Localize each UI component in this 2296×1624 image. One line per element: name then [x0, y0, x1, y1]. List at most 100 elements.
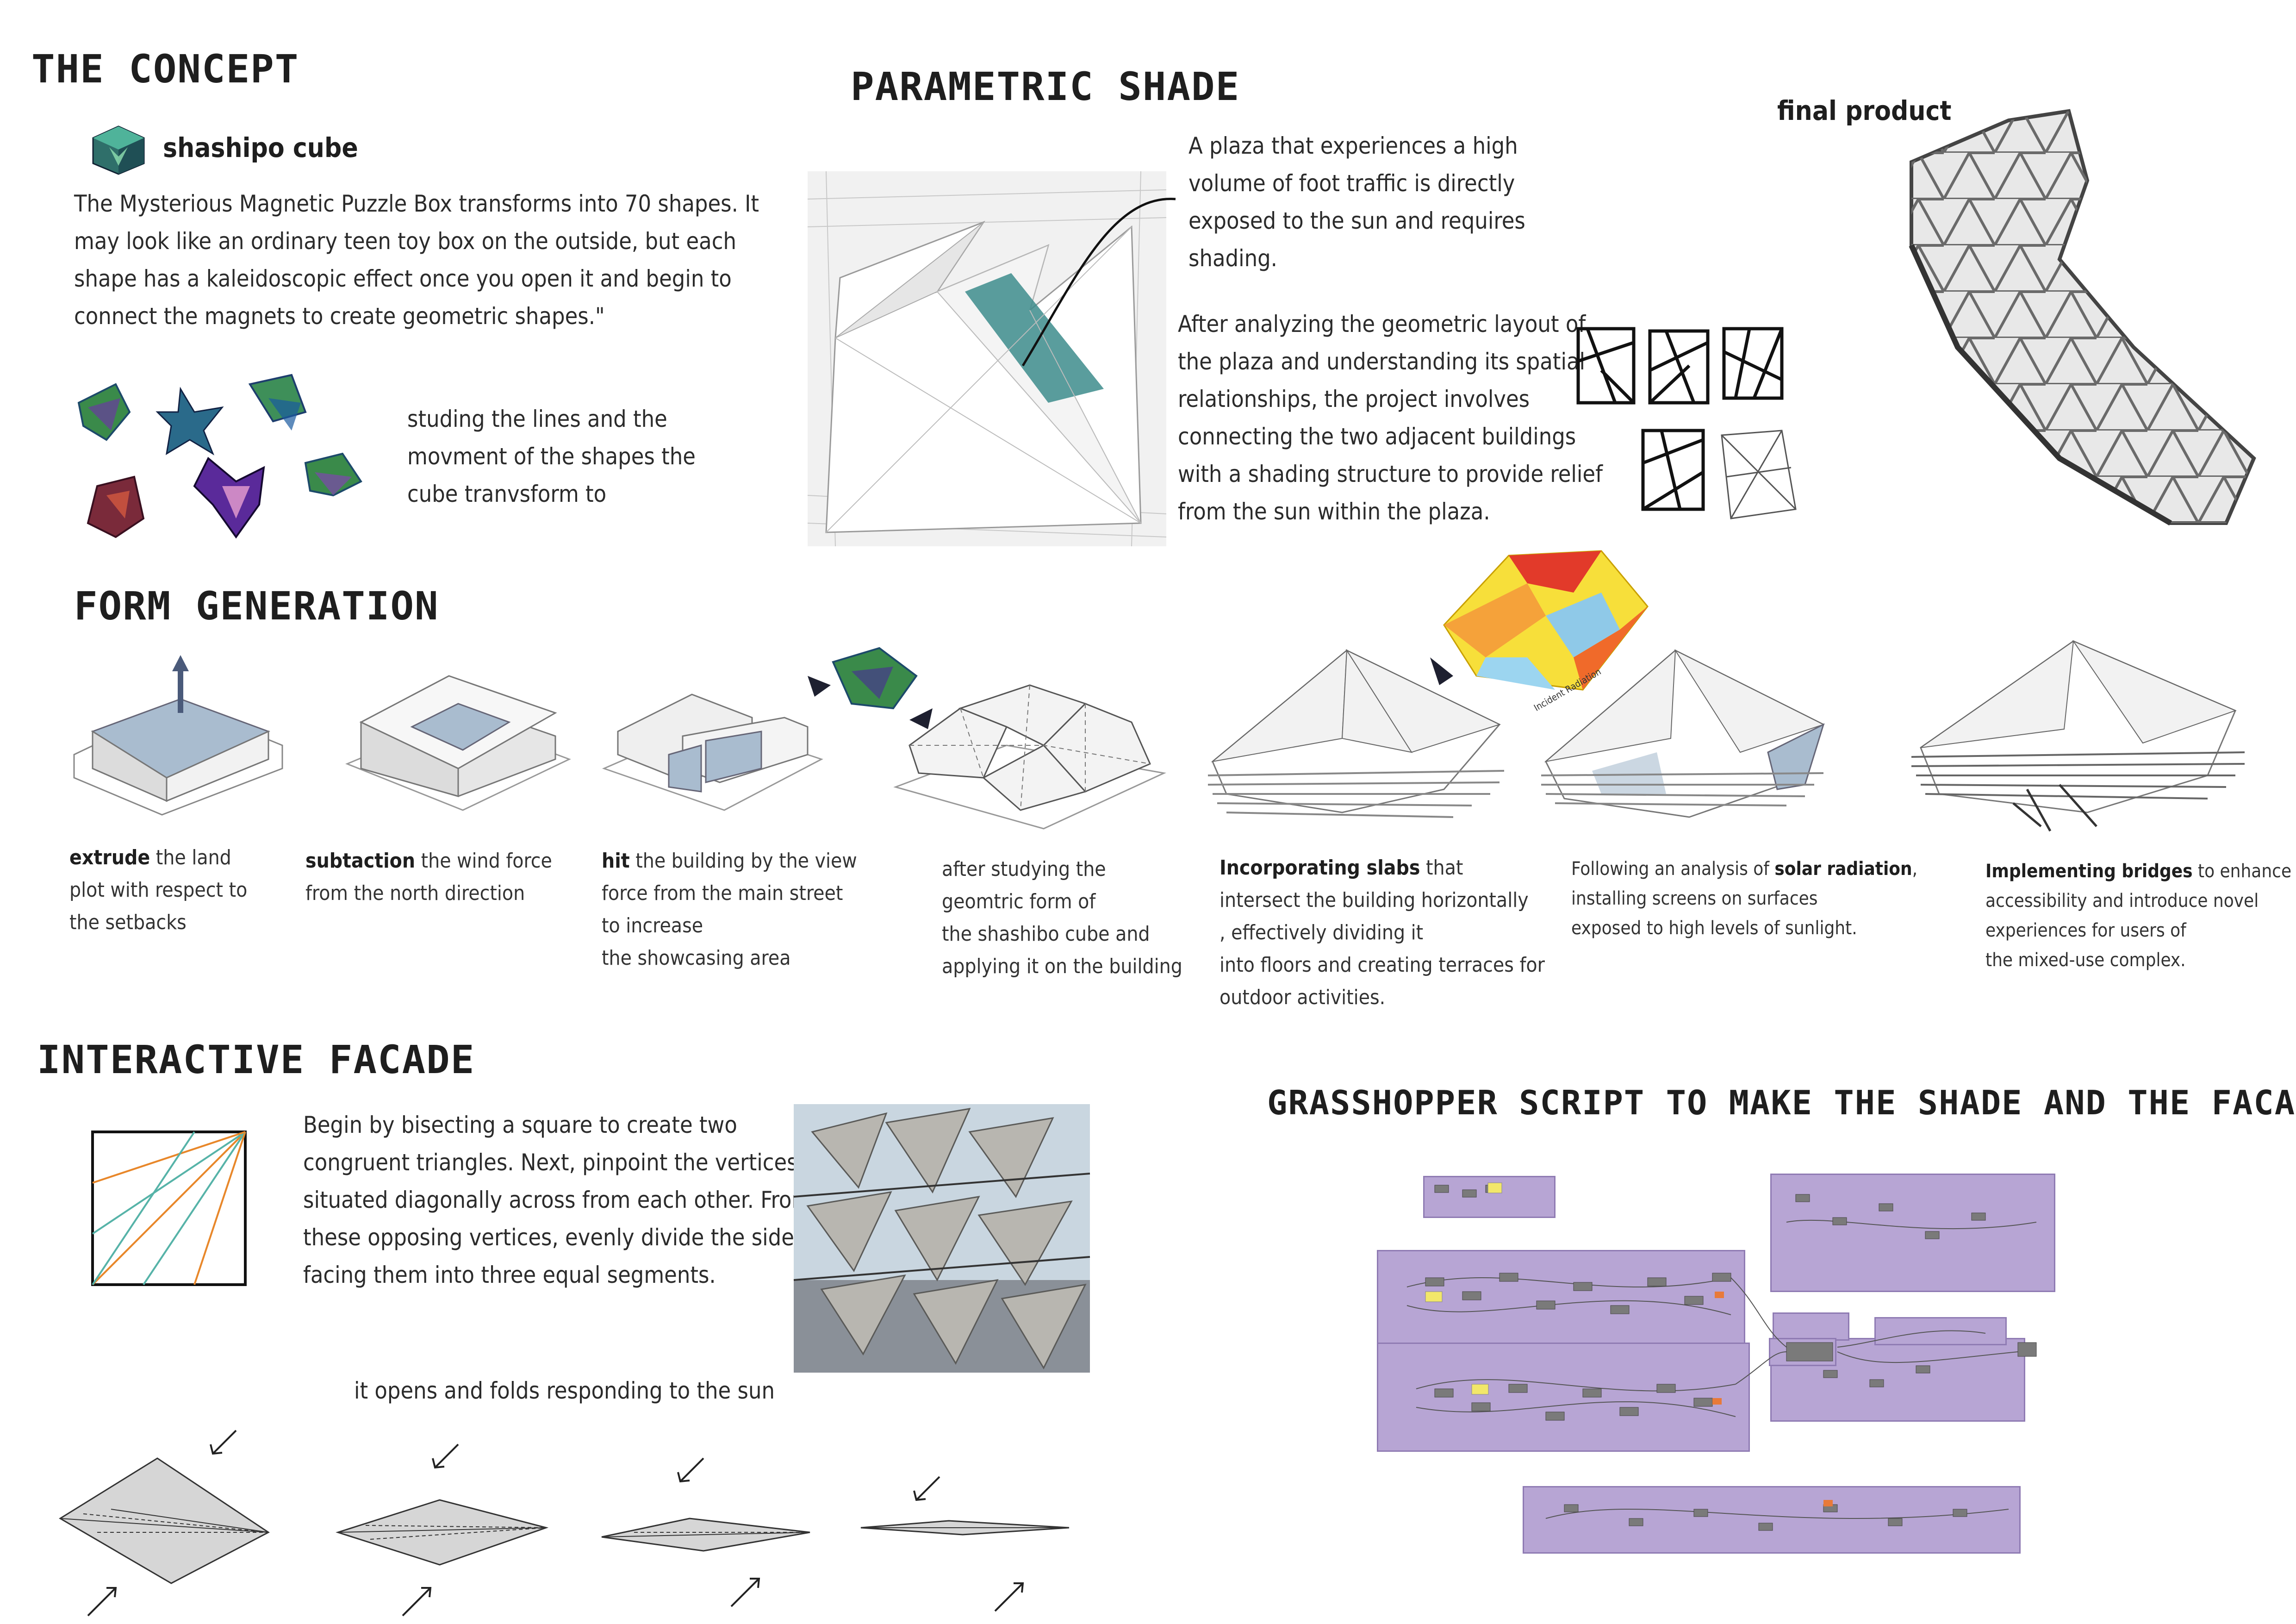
gh-group — [1770, 1174, 2055, 1292]
shashipo-cube-icon — [92, 125, 145, 175]
facade-description-line: situated diagonally across from each oth… — [303, 1187, 812, 1213]
arrow-icon — [1430, 657, 1453, 685]
form-step-caption: subtaction the wind force from the north… — [305, 845, 552, 910]
caption-text: to enhance — [2192, 861, 2292, 882]
grasshopper-heading: GRASSHOPPER SCRIPT TO MAKE THE SHADE AND… — [1267, 1083, 2296, 1122]
plaza-note: A plaza that experiences a high volume o… — [1188, 127, 1525, 277]
plaza-note-line: exposed to the sun and requires — [1188, 207, 1525, 234]
sun-note: it opens and folds responding to the sun — [354, 1377, 775, 1404]
caption-text: experiences for users of — [1985, 920, 2186, 941]
concept-description-line: may look like an ordinary teen toy box o… — [74, 228, 736, 255]
triangulation-sketches — [1576, 327, 1797, 519]
caption-text: the building by the view — [629, 849, 857, 873]
shade-analysis-line: relationships, the project involves — [1178, 386, 1530, 412]
caption-text: that — [1420, 856, 1463, 880]
caption-text: the mixed-use complex. — [1985, 949, 2186, 971]
plaza-note-line: volume of foot traffic is directly — [1188, 170, 1515, 197]
form-step-7-bridges — [1911, 640, 2245, 832]
radiation-analysis-render — [1443, 550, 1649, 691]
caption-text: plot with respect to — [69, 878, 248, 902]
square-division-diagram — [91, 1131, 247, 1286]
form-step-2-subtraction — [345, 675, 571, 811]
caption-text: installing screens on surfaces — [1571, 888, 1818, 909]
caption-bold: extrude — [69, 846, 150, 869]
facade-description: Begin by bisecting a square to create tw… — [303, 1106, 812, 1294]
fold-state-4 — [860, 1476, 1070, 1612]
fold-state-2 — [336, 1443, 549, 1617]
arrow-icon — [808, 676, 831, 697]
caption-text: applying it on the building — [942, 955, 1182, 978]
fold-state-3 — [601, 1457, 810, 1607]
shade-heading: PARAMETRIC SHADE — [851, 64, 1240, 109]
product-name: shashipo cube — [163, 132, 358, 163]
caption-text: , effectively dividing it — [1220, 921, 1424, 944]
gh-group — [1770, 1338, 2025, 1422]
form-step-caption: extrude the land plot with respect to th… — [69, 842, 247, 939]
form-step-caption: hit the building by the view force from … — [602, 845, 857, 974]
shade-analysis: After analyzing the geometric layout of … — [1178, 306, 1603, 531]
plaza-note-line: A plaza that experiences a high — [1188, 132, 1518, 159]
facade-description-line: congruent triangles. Next, pinpoint the … — [303, 1149, 798, 1176]
caption-text: intersect the building horizontally — [1220, 888, 1529, 912]
caption-text: to increase — [602, 914, 703, 937]
plaza-note-line: shading. — [1188, 245, 1277, 272]
caption-text: Following an analysis of — [1571, 858, 1775, 880]
concept-description-line: connect the magnets to create geometric … — [74, 303, 605, 330]
form-step-caption: Implementing bridges to enhance accessib… — [1985, 856, 2291, 975]
final-product-render — [1909, 109, 2256, 526]
caption-bold: hit — [602, 849, 630, 873]
caption-text: the setbacks — [69, 911, 187, 934]
gh-group — [1423, 1176, 1556, 1218]
caption-text: geomtric form of — [942, 890, 1096, 913]
facade-heading: INTERACTIVE FACADE — [37, 1037, 475, 1082]
caption-text: outdoor activities. — [1220, 986, 1386, 1009]
shade-analysis-line: from the sun within the plaza. — [1178, 498, 1490, 525]
form-step-caption: Incorporating slabs that intersect the b… — [1220, 852, 1545, 1014]
form-step-caption: after studying the geomtric form of the … — [942, 853, 1182, 983]
caption-text: , — [1912, 858, 1918, 880]
caption-text: the shashibo cube and — [942, 922, 1150, 946]
concept-description-line: shape has a kaleidoscopic effect once yo… — [74, 265, 732, 292]
cube-shapes-collage — [77, 374, 362, 539]
concept-description: The Mysterious Magnetic Puzzle Box trans… — [74, 185, 759, 335]
caption-bold: Implementing bridges — [1985, 861, 2193, 882]
shade-analysis-line: After analyzing the geometric layout of — [1178, 311, 1586, 337]
cube-shape-inline — [832, 647, 918, 710]
final-product-label: final product — [1777, 95, 1952, 126]
shade-analysis-line: connecting the two adjacent buildings — [1178, 423, 1576, 450]
form-step-6-screens — [1541, 649, 1825, 818]
caption-text: the showcasing area — [602, 946, 791, 970]
grasshopper-wires — [1406, 1182, 2037, 1531]
fold-state-1 — [59, 1430, 270, 1617]
form-step-1-extrude — [73, 655, 283, 816]
caption-text: force from the main street — [602, 881, 843, 905]
shapes-note: studing the lines and the movment of the… — [407, 400, 696, 513]
form-heading: FORM GENERATION — [74, 583, 439, 629]
caption-text: exposed to high levels of sunlight. — [1571, 918, 1857, 939]
caption-text: into floors and creating terraces for — [1220, 953, 1545, 977]
form-step-5-slabs — [1207, 649, 1505, 818]
facade-description-line: these opposing vertices, evenly divide t… — [303, 1224, 794, 1251]
plaza-callout-line — [1021, 198, 1176, 367]
caption-text: after studying the — [942, 857, 1106, 881]
caption-text: from the north direction — [305, 881, 525, 905]
form-step-4-cube-form — [893, 684, 1166, 830]
caption-text: the wind force — [415, 849, 552, 873]
caption-bold: Incorporating slabs — [1220, 856, 1420, 880]
form-step-caption: Following an analysis of solar radiation… — [1571, 854, 1917, 943]
concept-heading: THE CONCEPT — [31, 46, 299, 92]
concept-description-line: The Mysterious Magnetic Puzzle Box trans… — [74, 190, 759, 217]
shapes-note-line: studing the lines and the — [407, 406, 667, 432]
arrow-icon — [909, 708, 933, 729]
gh-group — [1523, 1486, 2021, 1554]
facade-description-line: facing them into three equal segments. — [303, 1262, 716, 1288]
shade-analysis-line: the plaza and understanding its spatial — [1178, 348, 1586, 375]
form-step-3-hit — [602, 693, 823, 811]
facade-render — [793, 1104, 1090, 1373]
shapes-note-line: movment of the shapes the — [407, 443, 696, 470]
shapes-note-line: cube tranvsform to — [407, 481, 607, 507]
caption-text: accessibility and introduce novel — [1985, 890, 2259, 912]
shade-analysis-line: with a shading structure to provide reli… — [1178, 461, 1603, 487]
caption-bold: solar radiation — [1774, 858, 1912, 880]
facade-description-line: Begin by bisecting a square to create tw… — [303, 1112, 737, 1138]
